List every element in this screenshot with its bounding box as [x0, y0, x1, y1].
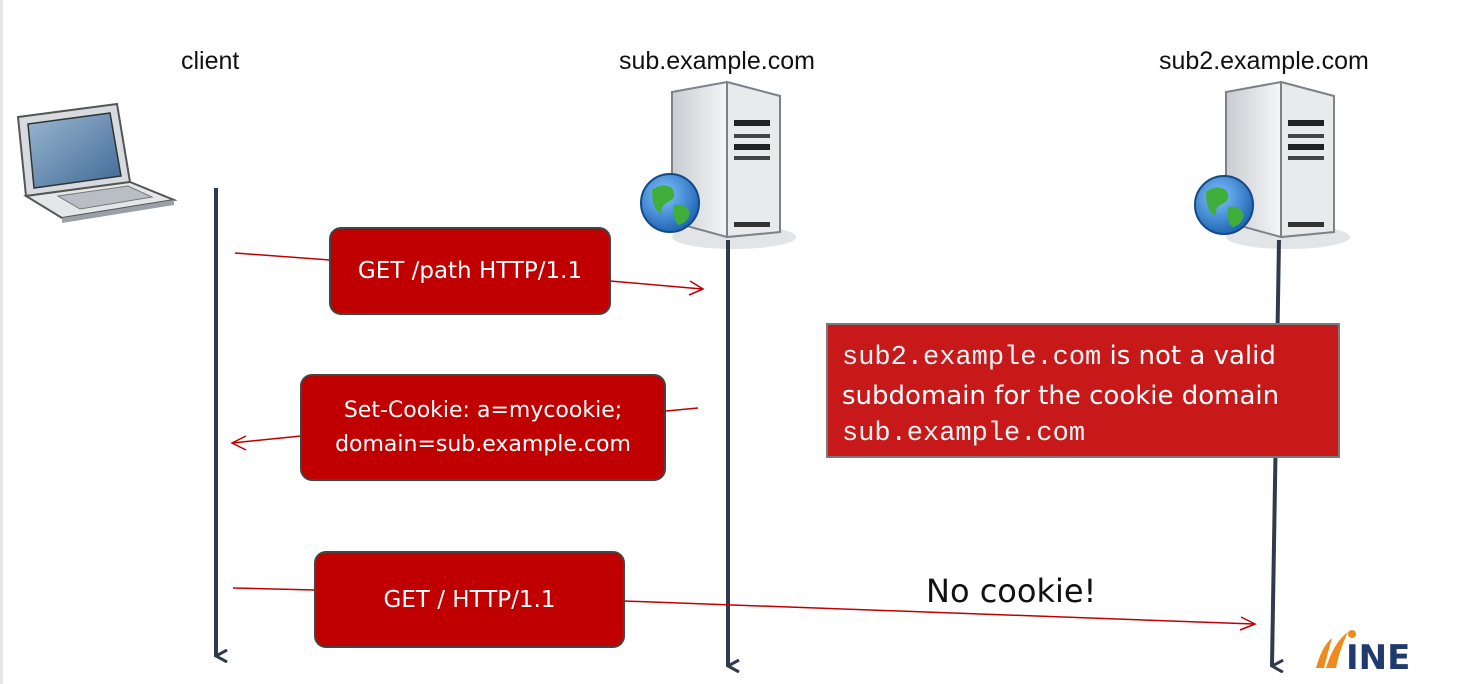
request2-box: GET / HTTP/1.1	[314, 551, 625, 648]
globe-icon	[640, 173, 700, 233]
note-code-2: sub.example.com	[842, 419, 1086, 449]
ine-logo: INE	[1316, 630, 1410, 678]
note-text-2: subdomain for the cookie domain	[842, 381, 1280, 411]
note-line-1: sub2.example.com is not a valid	[842, 337, 1324, 377]
request1-box: GET /path HTTP/1.1	[329, 227, 611, 315]
no-cookie-annotation: No cookie!	[926, 572, 1097, 610]
request2-label: GET / HTTP/1.1	[383, 586, 556, 613]
request1-arrow	[234, 252, 705, 296]
response-arrow	[230, 407, 699, 451]
laptop-icon	[16, 102, 178, 223]
slide-edge	[0, 0, 3, 684]
response-box: Set-Cookie: a=mycookie; domain=sub.examp…	[300, 374, 666, 481]
domain-line: domain=sub.example.com	[335, 431, 631, 457]
globe-icon	[1194, 175, 1254, 235]
actor-label-client: client	[181, 47, 240, 75]
note-text-1: is not a valid	[1101, 341, 1276, 371]
note-code-1: sub2.example.com	[842, 343, 1102, 373]
actor-label-server2: sub2.example.com	[1159, 47, 1369, 75]
set-cookie-line: Set-Cookie: a=mycookie;	[343, 397, 623, 423]
cookie-domain-note: sub2.example.com is not a valid subdomai…	[826, 323, 1340, 458]
request2-arrow	[232, 587, 1257, 631]
ine-logo-text: INE	[1346, 638, 1410, 678]
actor-label-server1: sub.example.com	[619, 47, 815, 75]
request1-label: GET /path HTTP/1.1	[357, 258, 583, 284]
